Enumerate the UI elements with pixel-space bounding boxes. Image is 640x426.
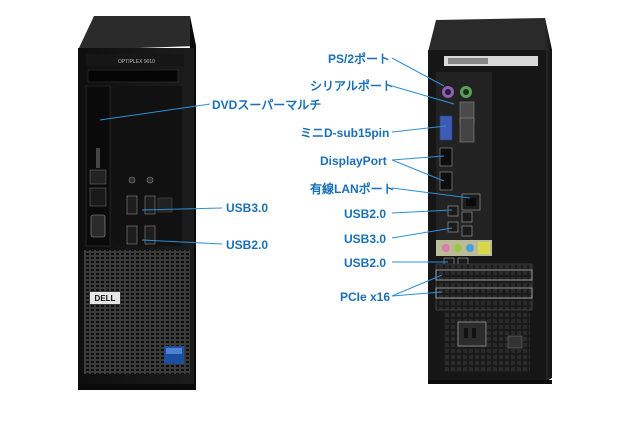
label-ps2-port: PS/2ポート <box>328 52 391 66</box>
dell-logo <box>90 292 120 304</box>
mic-in-jack <box>442 244 450 252</box>
headphone-jack <box>128 176 136 184</box>
label-rear-usb2-bottom: USB2.0 <box>344 256 387 270</box>
displayport-2 <box>439 171 453 191</box>
displayport-1 <box>439 147 453 167</box>
rear-usb3-port <box>447 221 459 233</box>
front-chassis: OPTIPLEX 9010 DELL <box>78 16 196 390</box>
line-in-jack <box>466 244 474 252</box>
label-serial-port: シリアルポート <box>310 79 394 93</box>
vga-port <box>439 115 453 141</box>
callout-lines <box>99 57 471 297</box>
label-front-usb3: USB3.0 <box>226 201 269 215</box>
rear-usb2-port <box>447 205 459 217</box>
front-usb-port <box>144 225 156 245</box>
rear-usb3-port <box>461 225 473 237</box>
model-text: OPTIPLEX 9010 <box>118 59 155 65</box>
label-dvd-drive: DVDスーパーマルチ <box>212 98 322 112</box>
front-usb-port <box>144 195 156 215</box>
label-lan-port: 有線LANポート <box>310 182 395 196</box>
label-displayport: DisplayPort <box>320 154 387 168</box>
line-out-jack <box>454 244 462 252</box>
label-mini-dsub: ミニD-sub15pin <box>300 126 390 140</box>
front-usb-port <box>126 195 138 215</box>
label-rear-usb2-top: USB2.0 <box>344 207 387 221</box>
label-pcie-x16: PCIe x16 <box>340 290 391 304</box>
rear-usb2-port <box>461 211 473 223</box>
service-tag-label <box>444 56 538 66</box>
mic-jack <box>146 176 154 184</box>
dell-logo-text: DELL <box>95 294 116 303</box>
front-usb-port <box>126 225 138 245</box>
rear-chassis <box>428 18 552 384</box>
label-rear-usb3: USB3.0 <box>344 232 387 246</box>
label-front-usb2: USB2.0 <box>226 238 269 252</box>
